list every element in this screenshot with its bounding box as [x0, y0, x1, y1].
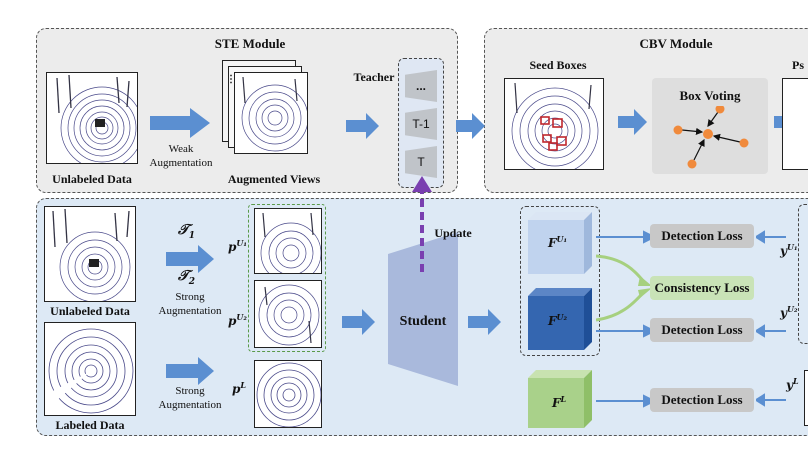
y-u1-label: yU₁ [780, 242, 798, 258]
p-u2-label: pU₂ [228, 312, 247, 328]
view-u1-image [254, 208, 322, 274]
teacher-item-t-minus-1: T-1 [405, 108, 437, 140]
y-l-label: yL [786, 376, 799, 392]
cbv-module-title: CBV Module [639, 36, 713, 51]
update-label: Update [434, 226, 472, 240]
augmented-views-label: Augmented Views [227, 172, 321, 186]
view-u2-image [254, 280, 322, 348]
augmented-view-front [234, 72, 308, 154]
student-labeled-lidar-image [44, 322, 136, 416]
weak-augmentation-arrow [150, 108, 210, 138]
pseudo-label-to-loss-arrows [756, 230, 786, 407]
labeled-strong-aug-arrow [166, 357, 214, 385]
augmented-views-dots: ⋮ [226, 74, 236, 85]
student-network [388, 232, 458, 386]
feature-cube-l [528, 370, 592, 428]
views-to-student-arrow [342, 309, 375, 335]
ste-module-title: STE Module [214, 36, 286, 51]
labels-l-partial [804, 370, 808, 426]
f-u2-label: FU₂ [548, 312, 568, 328]
feature-cube-u2 [528, 288, 592, 350]
update-arrow [412, 176, 432, 272]
f-u1-label: FU₁ [548, 234, 568, 250]
strong-augmentation-label-1: Strong Augmentation [158, 291, 222, 317]
augmented-to-teacher-arrow [346, 113, 379, 139]
transform-t2: 𝒯2 [178, 268, 195, 287]
teacher-label: Teacher [353, 70, 395, 84]
detection-loss-l: Detection Loss [650, 388, 754, 412]
p-u1-label: pU₁ [228, 238, 247, 254]
box-voting-graph [673, 106, 749, 169]
unlabeled-strong-aug-arrow [166, 245, 214, 273]
student-labeled-label: Labeled Data [55, 418, 125, 432]
teacher-to-cbv-arrow [456, 113, 485, 139]
seed-boxes-image [504, 78, 604, 170]
feature-to-loss-connectors [596, 230, 656, 408]
transform-t1: 𝒯1 [178, 222, 195, 241]
ste-unlabeled-label: Unlabeled Data [52, 172, 132, 186]
pseudo-labels-group-partial [798, 204, 808, 344]
student-unlabeled-label: Unlabeled Data [50, 304, 130, 318]
unlabeled-views-group [248, 204, 326, 352]
ste-unlabeled-lidar-image [46, 72, 138, 164]
pseudo-label-image-partial [782, 78, 808, 170]
f-l-label: FL [552, 394, 567, 410]
consistency-loss: Consistency Loss [650, 276, 754, 300]
seed-boxes-label: Seed Boxes [529, 58, 587, 72]
p-l-label: pL [232, 380, 247, 396]
student-label: Student [399, 314, 447, 329]
seed-to-voting-arrow [618, 109, 647, 135]
teacher-item-ellipsis: ... [405, 70, 437, 102]
box-voting-label: Box Voting [679, 88, 741, 103]
weak-augmentation-label: Weak Augmentation [149, 143, 213, 169]
strong-augmentation-label-2: Strong Augmentation [158, 385, 222, 411]
unlabeled-features-group [520, 206, 600, 356]
student-to-features-arrow [468, 309, 501, 335]
teacher-item-t: T [405, 146, 437, 178]
detection-loss-u1: Detection Loss [650, 224, 754, 248]
pseudo-label-title-partial: Ps [792, 58, 804, 72]
detection-loss-u2: Detection Loss [650, 318, 754, 342]
feature-cube-u1 [528, 212, 592, 274]
student-unlabeled-lidar-image [44, 206, 136, 302]
y-u2-label: yU₂ [780, 304, 798, 320]
view-l-image [254, 360, 322, 428]
